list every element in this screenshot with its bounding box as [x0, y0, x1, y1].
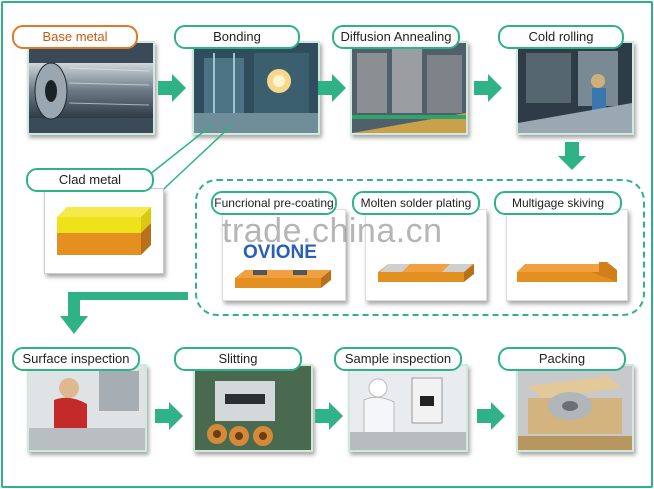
base-metal-photo — [27, 41, 155, 135]
solder-plating-box — [365, 209, 487, 301]
sample-inspection-label: Sample inspection — [334, 347, 462, 371]
slitting-label: Slitting — [174, 347, 302, 371]
cold-rolling-label: Cold rolling — [498, 25, 624, 49]
skiving-box — [506, 209, 628, 301]
cold-rolling-photo — [516, 41, 634, 135]
surface-inspection-photo — [27, 364, 147, 452]
clad-metal-label: Clad metal — [26, 168, 154, 192]
base-metal-label: Base metal — [12, 25, 138, 49]
pre-coating-box: OVIONE — [222, 209, 346, 301]
clad-metal-box — [44, 188, 164, 274]
solder-plating-label: Molten solder plating — [352, 191, 480, 215]
packing-photo — [516, 364, 634, 452]
slitting-photo — [193, 364, 313, 452]
watermark: trade.china.cn — [222, 212, 443, 250]
processing-options-group — [195, 179, 645, 316]
arrow-right-icon — [155, 402, 183, 430]
bonding-label: Bonding — [174, 25, 300, 49]
sample-inspection-photo — [348, 364, 468, 452]
arrow-right-icon — [477, 402, 505, 430]
arrow-right-icon — [474, 74, 502, 102]
arrow-right-icon — [158, 74, 186, 102]
diffusion-annealing-photo — [350, 41, 468, 135]
surface-inspection-label: Surface inspection — [12, 347, 140, 371]
diffusion-annealing-label: Diffusion Annealing — [332, 25, 460, 49]
oviione-logo: OVIONE — [243, 242, 317, 263]
arrow-down-icon — [558, 142, 586, 170]
arrow-right-icon — [318, 74, 346, 102]
packing-label: Packing — [498, 347, 626, 371]
pre-coating-label: Funcrional pre-coating — [211, 191, 337, 215]
arrow-right-icon — [315, 402, 343, 430]
skiving-label: Multigage skiving — [494, 191, 622, 215]
